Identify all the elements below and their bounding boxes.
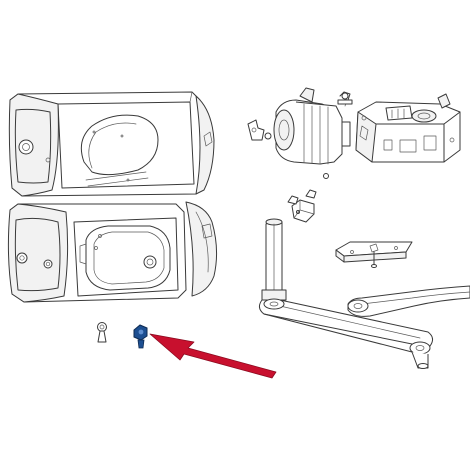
lower-housing-base — [7, 203, 187, 303]
straight-arm — [258, 298, 434, 369]
pointer-arrow — [149, 333, 277, 379]
highlighted-screw — [133, 324, 148, 349]
upper-housing-cover — [8, 91, 215, 197]
curved-arm — [347, 285, 470, 317]
gearbox-unit — [355, 93, 461, 163]
lock-key — [97, 322, 107, 343]
mounting-plate — [335, 241, 413, 268]
output-shaft — [261, 218, 287, 301]
lower-side-cap — [185, 201, 218, 297]
small-bracket — [287, 189, 317, 223]
release-lever — [337, 91, 353, 105]
motor-unit — [247, 87, 351, 179]
